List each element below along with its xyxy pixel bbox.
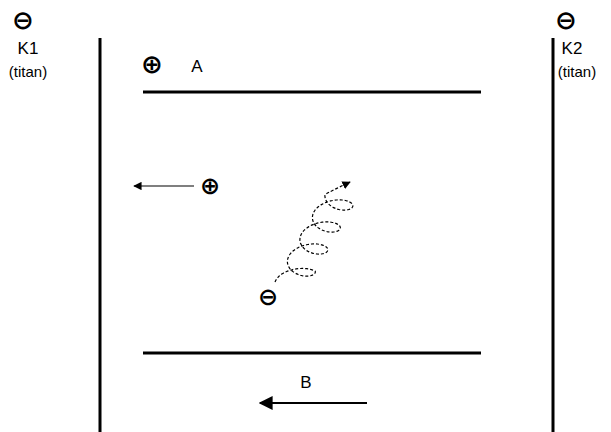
field-arrow <box>260 402 367 404</box>
electrode-name: K2 <box>562 40 583 57</box>
electrode-name: A <box>191 58 202 75</box>
electron-path <box>275 182 353 282</box>
cathode-plate <box>552 38 555 432</box>
ion-symbol: ⊕ <box>200 174 220 198</box>
electrode-name: K1 <box>18 40 39 57</box>
material-note: (titan) <box>558 64 596 79</box>
anode-plate <box>143 91 481 94</box>
electron-symbol: ⊖ <box>258 285 278 309</box>
charge-sign: ⊕ <box>141 51 163 77</box>
charge-sign: ⊖ <box>555 7 577 33</box>
field-name: B <box>300 374 311 391</box>
ion-arrow <box>134 185 194 186</box>
anode-plate <box>143 352 481 355</box>
charge-sign: ⊖ <box>12 7 34 33</box>
cathode-plate <box>99 38 102 432</box>
material-note: (titan) <box>9 64 47 79</box>
